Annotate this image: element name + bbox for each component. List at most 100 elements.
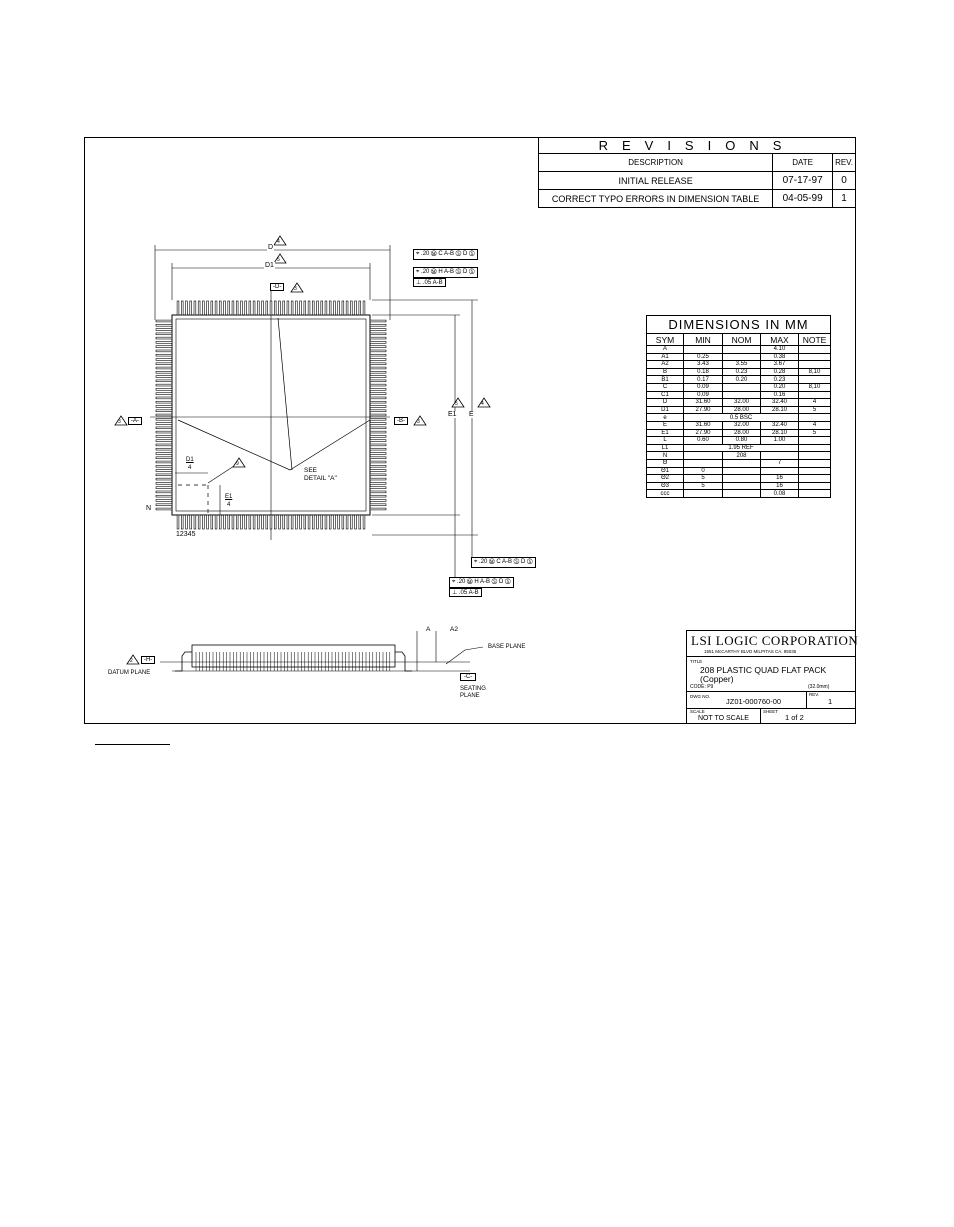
scale-caption: SCALE [690, 709, 705, 714]
feature-control-frame: ⊥ .05 A-B [449, 588, 482, 597]
package-lead [369, 422, 387, 425]
package-lead [227, 300, 230, 316]
package-lead [261, 514, 264, 530]
package-lead [369, 362, 387, 365]
package-lead [155, 358, 173, 361]
package-lead [155, 332, 173, 336]
package-lead [155, 503, 173, 506]
package-lead [261, 300, 264, 316]
package-lead [181, 514, 184, 530]
side-view-body [191, 644, 396, 668]
triangle-label: 2 [130, 658, 133, 664]
revision-date: 04-05-99 [772, 189, 834, 208]
feature-control-frame: ⊥ .05 A-B [413, 278, 446, 287]
triangle-label: 4 [277, 239, 280, 245]
package-lead [155, 499, 173, 502]
company-address: 1551 McCARTHY BLVD MILPITAS CA. 95035 [704, 649, 797, 654]
package-lead [214, 300, 218, 316]
package-lead [202, 514, 205, 530]
base-plane-leader [445, 646, 484, 665]
package-lead [252, 300, 256, 316]
package-lead [369, 328, 387, 331]
package-lead [354, 300, 357, 316]
package-lead [206, 300, 209, 316]
package-lead [155, 345, 173, 348]
package-lead [324, 514, 328, 530]
feature-control-frame: ⌖ .20 Ⓜ H A-B Ⓢ D Ⓢ [449, 577, 514, 588]
title-block [686, 630, 856, 724]
package-lead [176, 514, 180, 530]
rev-caption: REV. [809, 692, 820, 697]
package-lead [369, 324, 387, 327]
package-lead [193, 300, 197, 316]
package-lead [358, 514, 361, 530]
package-lead [214, 514, 218, 530]
package-lead [155, 426, 173, 430]
package-size: (32.0mm) [808, 684, 830, 690]
package-lead [369, 418, 387, 421]
package-lead [155, 439, 173, 442]
triangle-note-3 [413, 415, 427, 426]
dim-a-label: A [426, 626, 431, 633]
package-lead [341, 514, 345, 530]
package-lead [155, 349, 173, 353]
package-lead [278, 300, 281, 316]
package-lead [155, 366, 173, 370]
package-lead [155, 379, 173, 383]
dim-e-label: E [469, 411, 474, 418]
company-name: LSI LOGIC CORPORATION [691, 633, 859, 648]
package-lead [155, 507, 173, 511]
package-lead [257, 300, 260, 316]
package-lead [155, 375, 173, 378]
package-lead [155, 490, 173, 494]
datum-h-box: -H- [141, 656, 156, 664]
package-lead [235, 300, 239, 316]
title-caption: TITLE [690, 659, 703, 664]
package-lead [307, 300, 311, 316]
package-lead [303, 300, 307, 316]
dim-d1-label: D1 [264, 262, 275, 269]
package-lead [369, 503, 387, 506]
package-lead [369, 413, 387, 417]
triangle-label: 5 [455, 401, 458, 407]
package-lead [358, 300, 361, 316]
dimensions-title: DIMENSIONS IN MM [646, 315, 831, 334]
package-lead [369, 375, 387, 378]
package-lead [369, 439, 387, 442]
drawing-sheet-border [84, 137, 856, 724]
revision-description: CORRECT TYPO ERRORS IN DIMENSION TABLE [537, 189, 774, 208]
dim-e1-label: E1 [448, 411, 457, 418]
package-lead [210, 300, 214, 316]
sheet-number: 1 of 2 [785, 713, 804, 722]
dim-col-note: NOTE [798, 333, 831, 346]
package-lead [155, 494, 173, 498]
package-lead [345, 300, 349, 316]
package-lead [369, 383, 387, 387]
package-lead [369, 371, 387, 374]
package-lead [286, 514, 290, 530]
package-lead [333, 300, 336, 316]
package-lead [189, 300, 192, 316]
feature-control-frame: ⌖ .20 Ⓜ C A-B Ⓢ D Ⓢ [413, 249, 478, 260]
d1-quarter-denominator: 4 [188, 465, 192, 471]
triangle-label: 3 [294, 286, 297, 292]
package-lead [369, 443, 387, 447]
package-lead [219, 514, 222, 530]
package-lead [197, 300, 201, 316]
package-lead [155, 400, 173, 404]
package-lead [369, 460, 387, 464]
package-lead [316, 300, 319, 316]
side-lead-left [175, 651, 192, 672]
dim-d-label: D [267, 244, 275, 251]
package-lead [295, 300, 298, 316]
package-lead [290, 300, 294, 316]
package-lead [337, 514, 340, 530]
package-lead [155, 396, 173, 400]
package-lead [265, 514, 268, 530]
package-lead [244, 300, 247, 316]
dim-col-max: MAX [760, 333, 799, 346]
package-lead [248, 514, 252, 530]
package-lead [369, 400, 387, 404]
package-lead [278, 514, 281, 530]
